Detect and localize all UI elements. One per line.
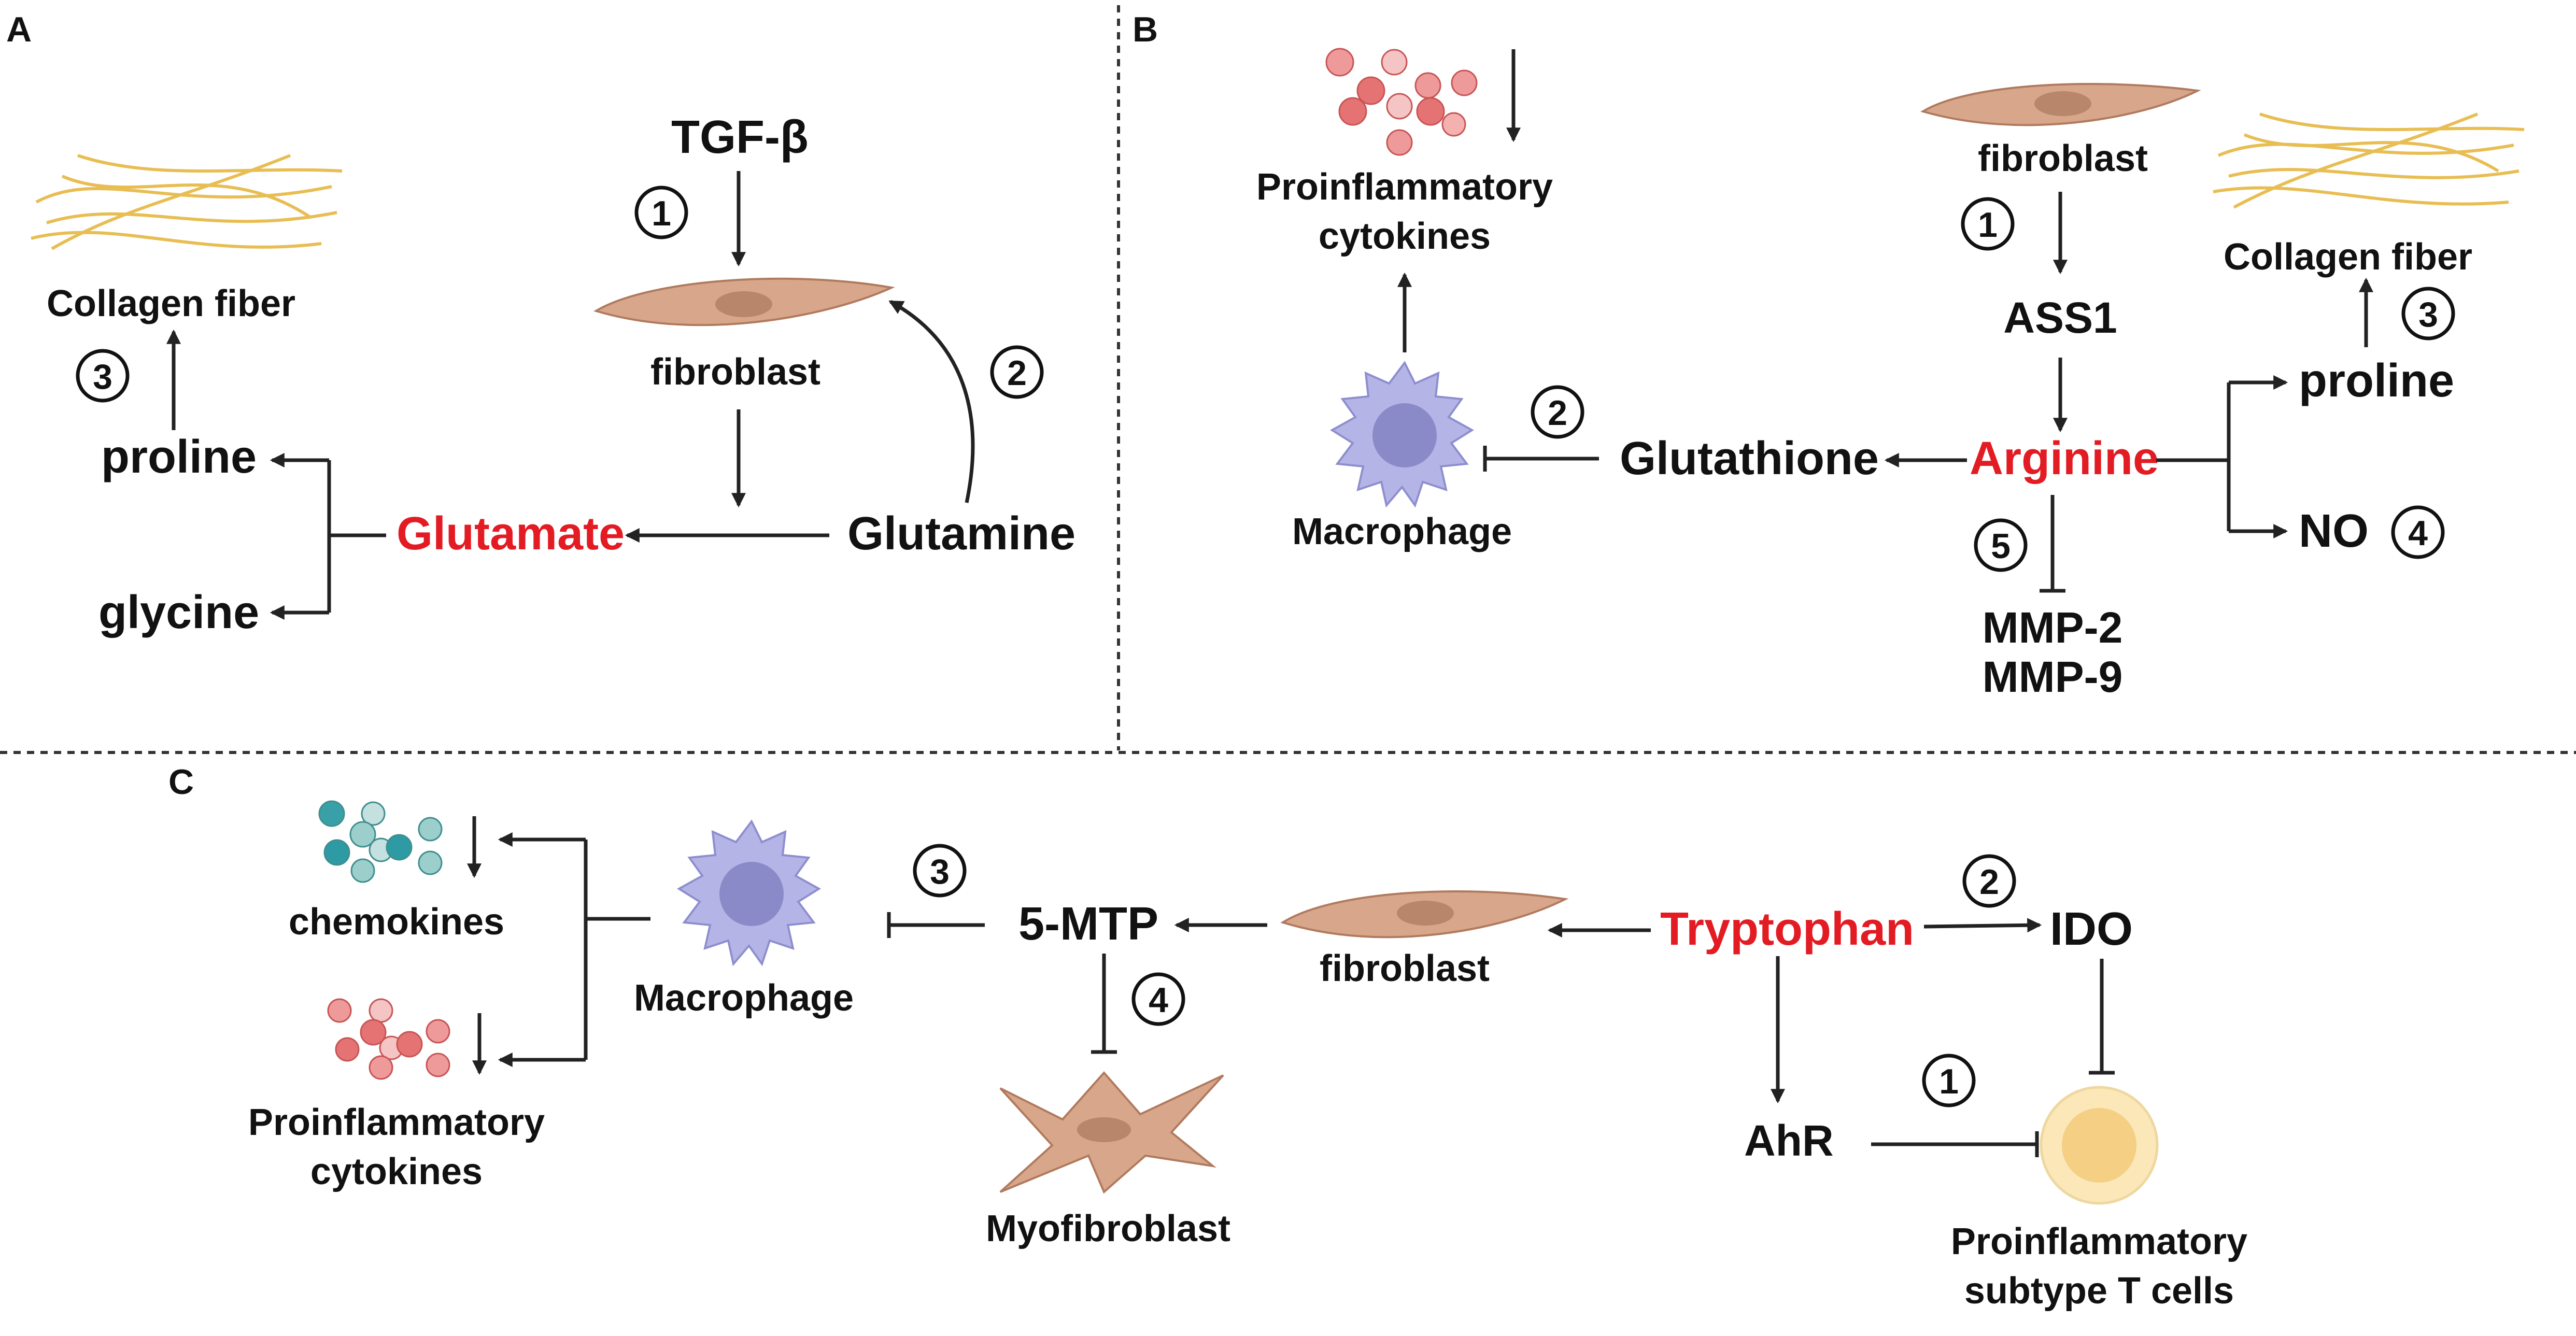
tcells-label-line1: Proinflammatory	[1951, 1221, 2247, 1262]
step-1-circle	[634, 186, 688, 239]
c-step-4-circle	[1131, 972, 1185, 1026]
c-step-4-number: 4	[1149, 980, 1168, 1020]
b-step-4-number: 4	[2408, 514, 2428, 553]
chemokines-icon	[318, 800, 443, 883]
b-fibroblast-icon	[1920, 83, 2201, 126]
b-fibroblast-label: fibroblast	[1978, 138, 2148, 179]
panel-a: A Collagen fiber 3 proline glycine Gluta…	[6, 10, 1075, 638]
mtp-label: 5-MTP	[1018, 898, 1158, 950]
tryptophan-label: Tryptophan	[1660, 903, 1914, 955]
no-label: NO	[2299, 505, 2369, 557]
step-2-number: 2	[1007, 353, 1027, 393]
collagen-fiber-label: Collagen fiber	[47, 283, 295, 324]
b-step-1-number: 1	[1978, 205, 1998, 245]
panel-b: B Proinflammatory cytokines Macrophage	[1133, 10, 2525, 701]
c-cytokines-label-line1: Proinflammatory	[248, 1102, 545, 1143]
tcells-label-line2: subtype T cells	[1964, 1270, 2234, 1312]
chemokines-label: chemokines	[289, 901, 504, 943]
b-proline-label: proline	[2299, 355, 2454, 407]
panel-c: C chemokines Proinflamma	[168, 762, 2247, 1312]
b-step-4-circle	[2391, 505, 2445, 559]
glutamate-label: Glutamate	[397, 508, 625, 560]
glycine-label: glycine	[98, 587, 259, 638]
b-step-3-circle	[2401, 287, 2455, 340]
arrow-tryptophan-to-ido	[1923, 918, 2042, 933]
proline-label: proline	[101, 431, 257, 483]
arginine-label: Arginine	[1970, 433, 2159, 485]
glutamine-label: Glutamine	[847, 508, 1075, 560]
c-fibroblast-label: fibroblast	[1320, 948, 1490, 989]
b-cytokines-label-line2: cytokines	[1319, 216, 1491, 257]
b-collagen-fiber-label: Collagen fiber	[2224, 236, 2472, 278]
mmp2-label: MMP-2	[1983, 603, 2123, 652]
collagen-fiber-icon	[31, 154, 343, 250]
c-step-3-number: 3	[930, 852, 950, 891]
arrow-glutamine-to-fibroblast	[888, 300, 975, 503]
c-fibroblast-icon	[1280, 890, 1569, 939]
ido-label: IDO	[2050, 903, 2133, 955]
b-step-5-circle	[1974, 518, 2028, 572]
c-step-1-number: 1	[1939, 1062, 1959, 1101]
b-collagen-fiber-icon	[2213, 112, 2525, 209]
b-step-5-number: 5	[1991, 527, 2011, 566]
fibroblast-label: fibroblast	[650, 351, 820, 393]
glutathione-label: Glutathione	[1620, 433, 1879, 485]
cytokines-icon	[1325, 48, 1478, 156]
c-macrophage-icon	[677, 819, 821, 967]
b-macrophage-label: Macrophage	[1292, 511, 1512, 552]
b-cytokines-label-line1: Proinflammatory	[1256, 166, 1553, 208]
myofibroblast-icon	[999, 1071, 1224, 1194]
step-3-circle	[76, 349, 130, 403]
tgf-beta-label: TGF-β	[671, 111, 809, 163]
step-3-number: 3	[93, 357, 112, 396]
ahr-label: AhR	[1744, 1116, 1834, 1165]
panel-b-label: B	[1133, 10, 1158, 49]
step-1-number: 1	[652, 194, 671, 233]
c-macrophage-label: Macrophage	[634, 977, 854, 1019]
c-cytokines-icon	[327, 998, 450, 1080]
b-step-2-number: 2	[1548, 393, 1567, 433]
b-step-1-circle	[1961, 197, 2015, 251]
b-step-3-number: 3	[2418, 295, 2438, 334]
myofibroblast-label: Myofibroblast	[986, 1208, 1230, 1249]
panel-c-label: C	[168, 762, 194, 802]
ass1-label: ASS1	[2003, 293, 2117, 342]
step-2-circle	[990, 345, 1044, 399]
c-cytokines-label-line2: cytokines	[310, 1151, 483, 1192]
c-step-1-circle	[1922, 1054, 1976, 1107]
fibroblast-icon	[593, 277, 895, 326]
c-step-2-number: 2	[1979, 862, 1999, 902]
c-step-3-circle	[913, 844, 967, 898]
panel-a-label: A	[6, 10, 32, 49]
c-step-2-circle	[1962, 854, 2016, 908]
macrophage-icon	[1330, 361, 1474, 508]
tcell-icon	[2040, 1086, 2159, 1205]
mmp9-label: MMP-9	[1983, 652, 2123, 701]
b-step-2-circle	[1531, 385, 1584, 439]
